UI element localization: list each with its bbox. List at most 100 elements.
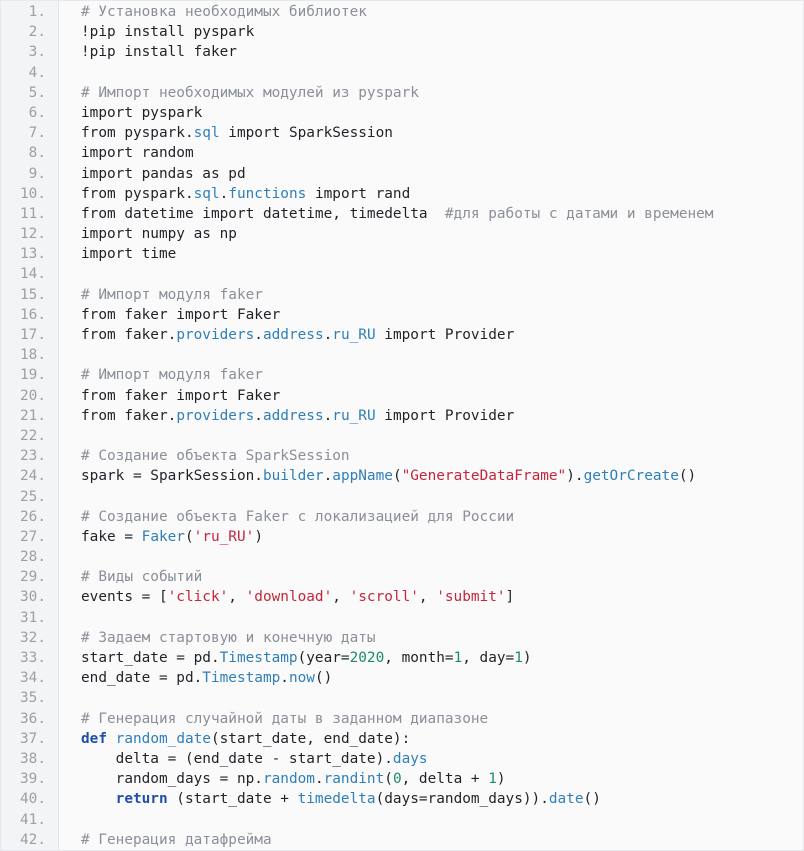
code-token-ident: . [314,771,324,788]
code-line: 29.# Виды событий [1,567,803,587]
line-number: 23. [20,448,46,465]
code-token-ident: (year= [297,650,350,666]
line-number: 21. [20,407,46,424]
code-token-attr: random_date [115,730,211,747]
code-token-attr: getOrCreate [583,468,679,485]
code-token-ident: start_date = pd. [81,650,220,666]
line-number: 25. [20,488,46,505]
code-token-ident: (days=random_days)). [375,791,549,808]
code-token-attr: providers [176,327,255,343]
line-number: 15. [20,286,46,303]
code-text: import pyspark [81,103,202,123]
line-number: 33. [20,650,46,666]
code-line: 28. [1,547,803,567]
line-number: 38. [20,750,46,767]
code-token-ident: from faker. [81,327,177,343]
code-token-attr: sql [193,125,220,142]
code-line: 27.fake = Faker('ru_RU') [1,527,803,547]
code-token-attr: now [288,670,315,687]
code-line: 17.from faker.providers.address.ru_RU im… [1,325,803,345]
code-line: 34.end_date = pd.Timestamp.now() [1,668,803,688]
code-token-ident: import pandas as pd [81,165,246,182]
code-token-ident: ) [254,528,263,545]
code-token-ident: from pyspark. [81,185,194,202]
code-token-comment: # Генерация датафрейма [81,831,272,848]
code-line: 26.# Создание объекта Faker с локализаци… [1,507,803,527]
code-token-ident: end_date = pd. [81,670,203,687]
line-number: 18. [20,347,46,364]
code-token-attr: providers [176,407,255,424]
line-number: 37. [20,730,46,747]
code-line: 15.# Импорт модуля faker [1,285,803,305]
code-token-ident: ) [522,650,532,666]
code-token-ident [81,791,116,807]
code-text: import pandas as pd [81,164,246,184]
code-token-num: 1 [453,650,463,666]
code-token-str: 'ru_RU' [193,528,255,545]
code-text: # Установка необходимых библиотек [81,2,367,22]
code-token-ident: !pip install faker [81,44,237,61]
code-token-str: "GenerateDataFrame" [401,468,567,485]
code-token-str: 'click' [167,589,229,606]
code-line: 2.!pip install pyspark [1,22,803,42]
code-token-ident: () [583,791,601,808]
line-number: 1. [28,4,46,20]
code-text: # Создание объекта Faker с локализацией … [81,507,514,527]
line-number: 19. [20,367,46,384]
code-token-ident: import Provider [375,327,515,343]
code-line: 10.from pyspark.sql.functions import ran… [1,184,803,204]
code-token-comment: # Создание объекта Faker с локализацией … [81,508,515,525]
code-token-ident: ) [496,771,506,788]
code-line: 8.import random [1,143,803,163]
code-token-ident: spark = SparkSession. [81,468,263,485]
code-line: 22. [1,426,803,446]
line-number: 13. [20,246,46,263]
code-text: start_date = pd.Timestamp(year=2020, mon… [81,648,532,668]
line-number: 5. [28,84,46,101]
code-token-ident: import pyspark [81,104,203,121]
line-number: 35. [20,690,46,707]
line-number: 27. [20,528,46,545]
code-token-ident: from faker. [81,407,177,424]
code-line: 23. # Создание объекта SparkSession [1,446,803,466]
code-token-ident: ] [505,589,515,606]
code-token-ident: import Provider [375,407,515,424]
code-text: !pip install faker [81,42,237,62]
code-token-comment: # Создание объекта SparkSession [81,448,350,465]
code-token-ident: . [323,327,333,343]
code-text: events = ['click', 'download', 'scroll',… [81,587,514,607]
code-token-num: 0 [392,771,402,788]
code-token-num: 2020 [349,650,385,666]
code-text: # Генерация датафрейма [81,830,272,850]
line-number: 9. [28,165,46,182]
code-token-attr: Faker [141,528,185,545]
code-token-kw: return [115,791,168,808]
code-token-str: 'scroll' [349,589,419,606]
code-token-ident: from pyspark. [81,125,194,142]
code-text: random_days = np.random.randint(0, delta… [81,769,506,789]
code-token-ident: . [280,670,289,687]
line-number: 22. [20,427,46,444]
code-line: 41. [1,810,803,830]
line-number: 7. [28,125,46,142]
code-line: 37.def random_date(start_date, end_date)… [1,729,803,749]
code-text: # Создание объекта SparkSession [81,446,350,466]
code-token-ident: import numpy as np [81,226,237,243]
code-text: import numpy as np [81,224,237,244]
code-token-attr: ru_RU [332,327,376,343]
code-token-str: 'submit' [436,589,506,606]
line-number: 4. [28,64,46,81]
line-number: 34. [20,670,46,687]
code-text: from faker import Faker [81,305,280,325]
code-token-ident: delta = (end_date - start_date). [81,750,393,767]
code-token-ident: ). [566,468,584,485]
line-number: 11. [20,205,46,222]
code-token-comment: #для работы с датами и временем [444,205,714,222]
line-number: 12. [20,226,46,243]
code-text: # Виды событий [81,567,202,587]
code-line: 13.import time [1,244,803,264]
code-token-comment: # Задаем стартовую и конечную даты [81,629,376,646]
code-token-ident: , [332,589,350,606]
code-text: from pyspark.sql import SparkSession [81,123,393,143]
